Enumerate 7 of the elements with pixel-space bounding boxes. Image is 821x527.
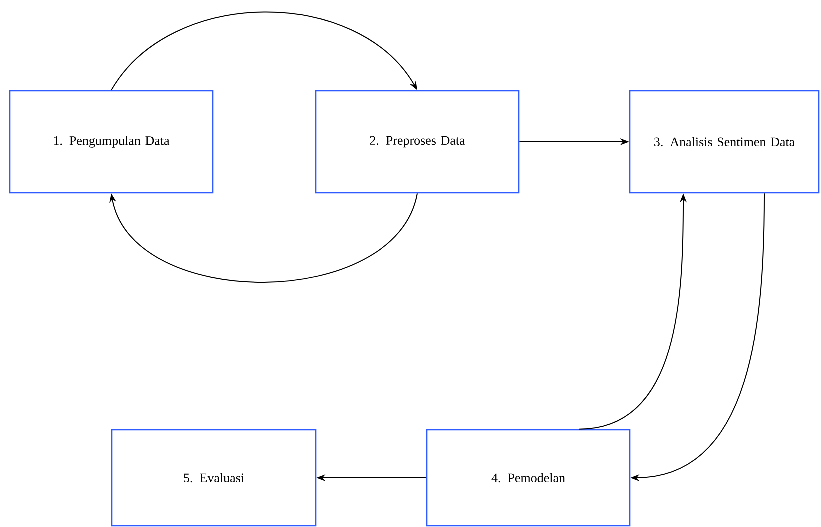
process-box: 2. Preproses Data: [315, 90, 520, 194]
process-box: 1. Pengumpulan Data: [9, 90, 214, 194]
arrow: [111, 12, 418, 91]
process-box: 3. Analisis Sentimen Data: [629, 90, 820, 194]
process-box: 4. Pemodelan: [426, 429, 631, 527]
process-box: 5. Evaluasi: [111, 429, 317, 527]
arrow: [110, 193, 418, 283]
